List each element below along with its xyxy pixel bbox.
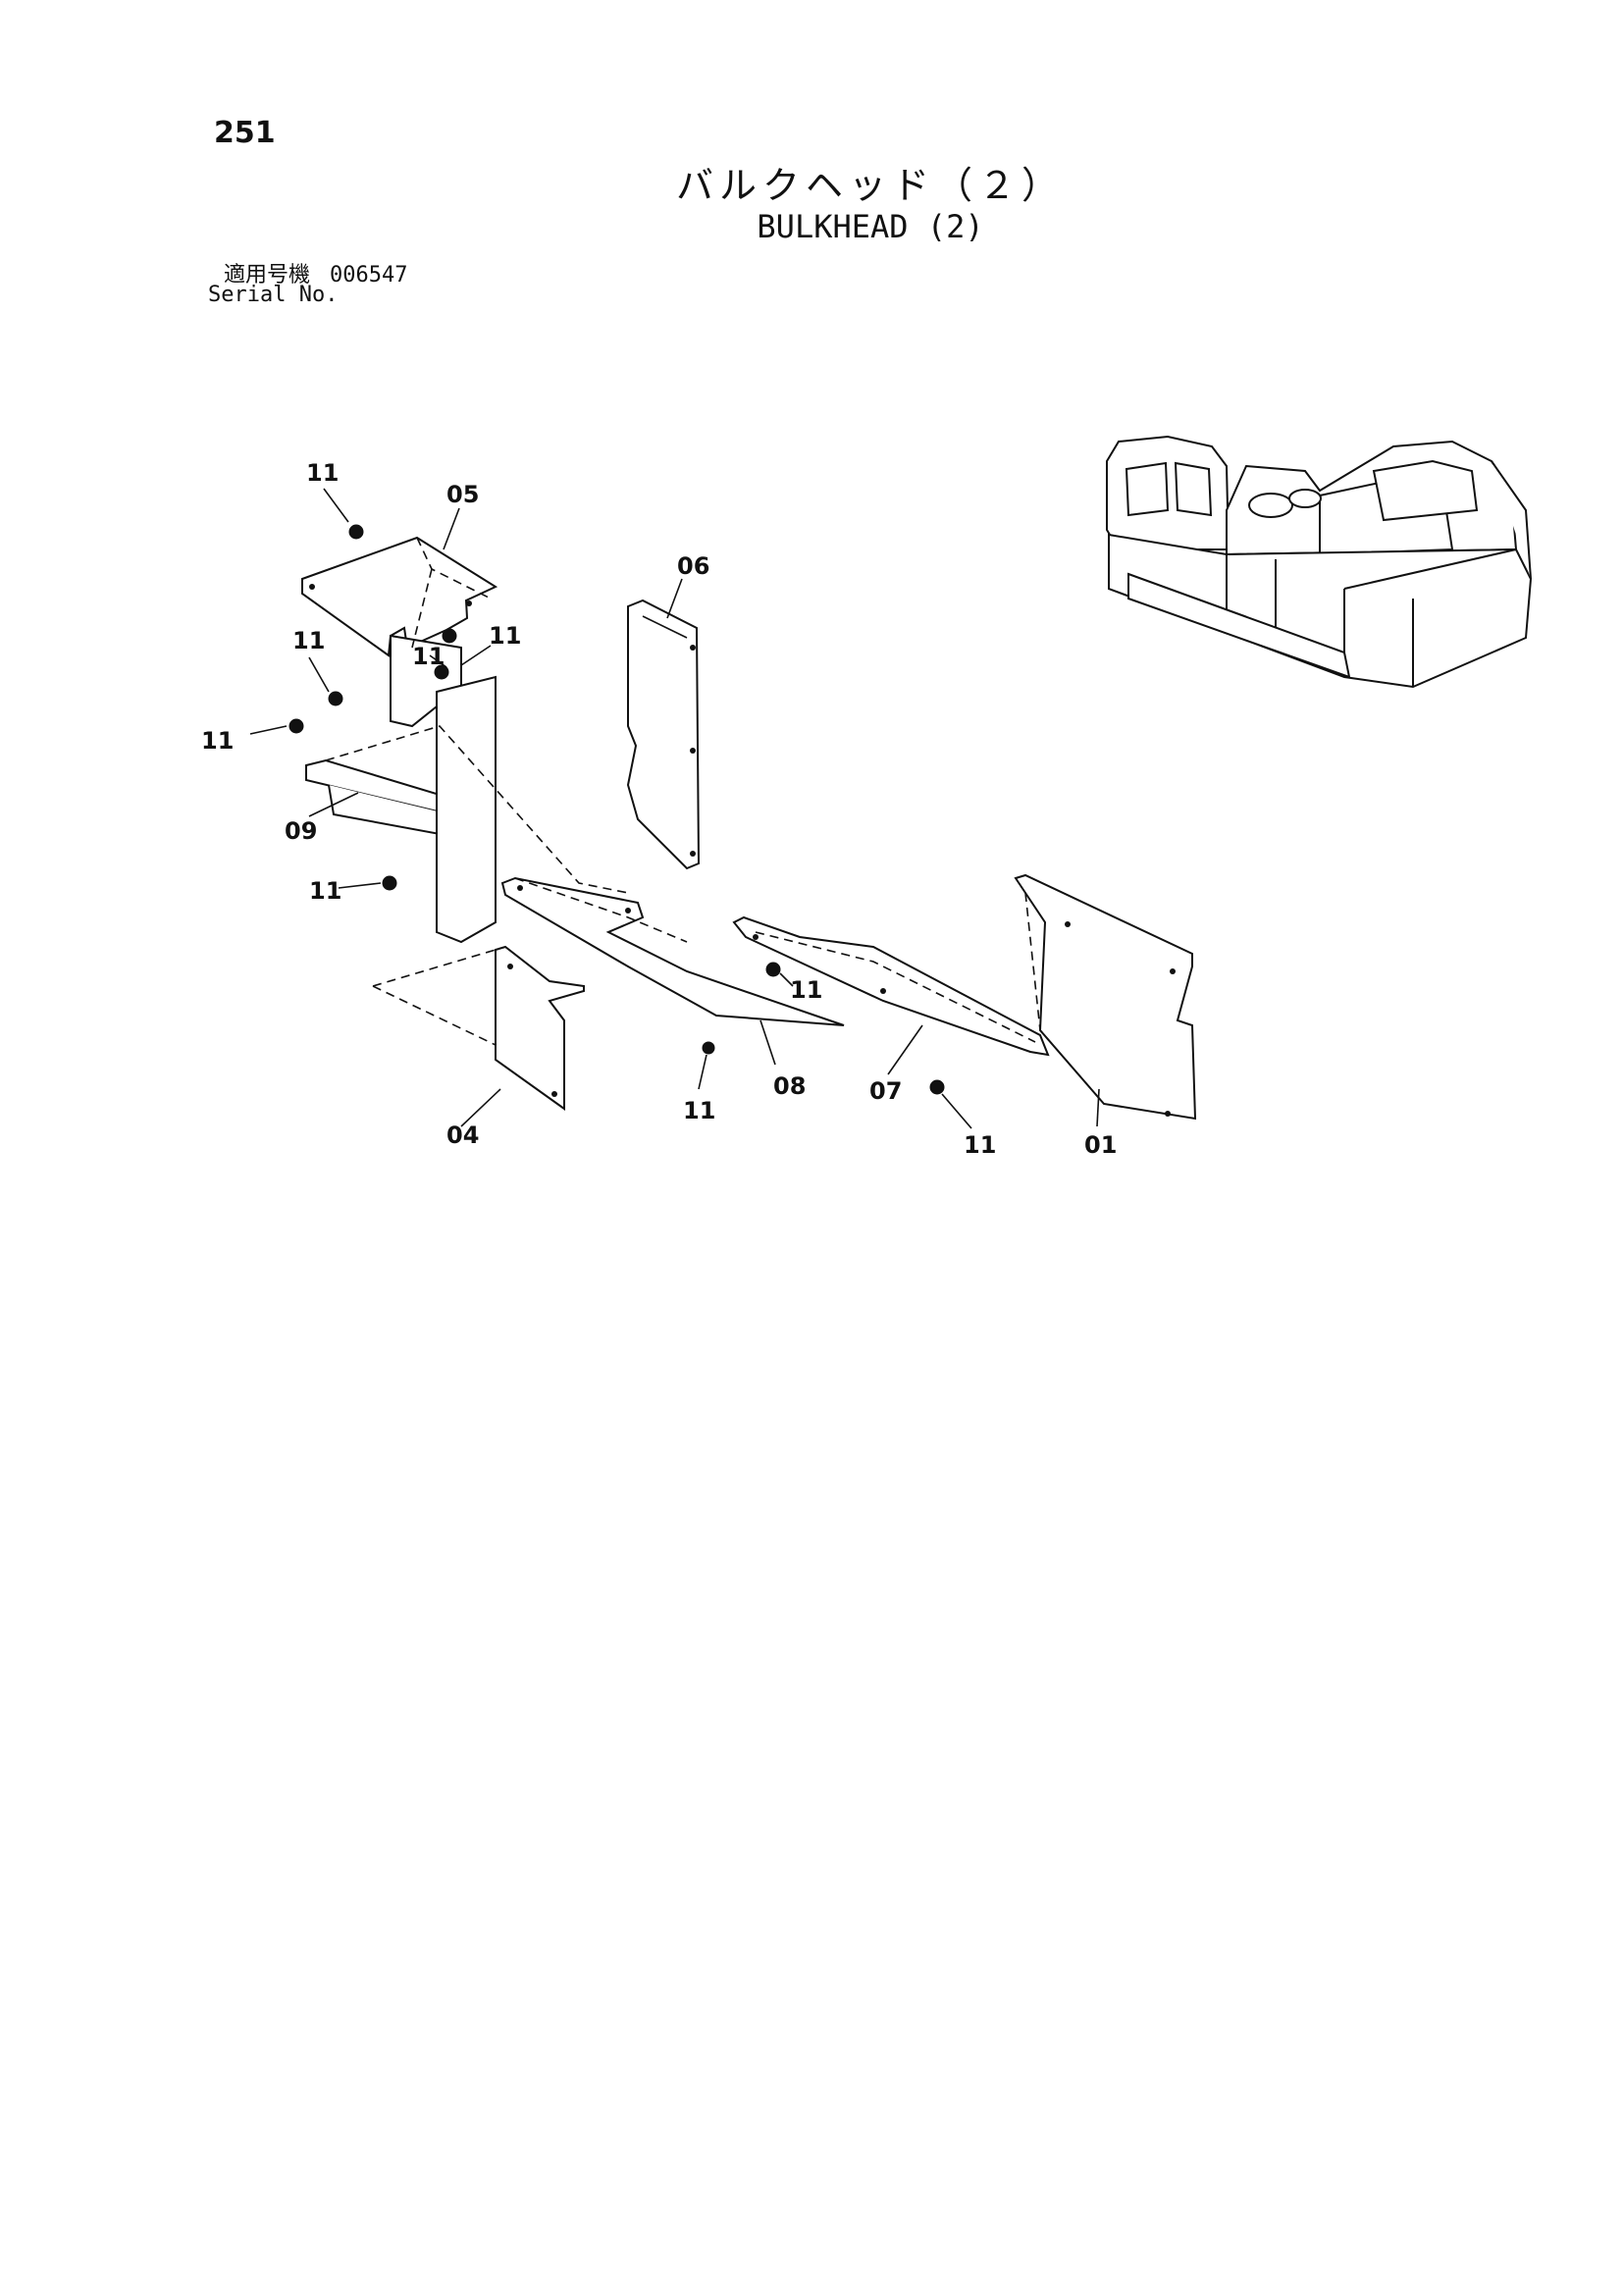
serial-label-english: Serial No. [208,283,339,307]
callout-07: 07 [869,1077,902,1105]
callout-04: 04 [446,1122,479,1149]
page-number: 251 [214,116,276,150]
part-01-panel [1014,873,1197,1121]
callout-11-top: 11 [306,459,339,487]
part-06-panel [626,599,701,870]
leader-lines [249,488,1100,1129]
callout-01: 01 [1084,1131,1117,1159]
callout-11-center-b: 11 [489,622,521,650]
callout-11-left-middle: 11 [201,727,234,755]
part-07-brace [732,915,1050,1057]
title-japanese: バルクヘッド（２） [675,164,1065,207]
callout-11-left-lower: 11 [309,877,341,905]
part-05-plate [301,536,498,728]
callout-11-bottom-right: 11 [964,1131,996,1159]
machine-overview-illustration [1106,435,1533,689]
serial-number-row: 適用号機 006547 [224,257,408,288]
callout-11-left-upper: 11 [292,627,325,654]
serial-number-value: 006547 [330,263,408,287]
bolt-set [288,524,945,1095]
callout-06: 06 [677,552,709,580]
callout-labels: 11 05 06 11 11 11 11 09 11 11 11 08 07 1… [201,459,1117,1159]
callout-08: 08 [773,1072,806,1100]
part-08-channel [500,876,845,1026]
callout-05: 05 [446,481,479,508]
callout-09: 09 [285,817,317,845]
title-english: BULKHEAD (2) [757,208,984,245]
callout-11-mid-right: 11 [790,976,822,1004]
callout-11-bottom-center: 11 [683,1097,715,1124]
callout-11-center-a: 11 [412,643,445,670]
serial-label-japanese: 適用号機 [224,263,311,287]
part-04-panel [372,945,585,1111]
part-09-bracket [305,675,629,944]
